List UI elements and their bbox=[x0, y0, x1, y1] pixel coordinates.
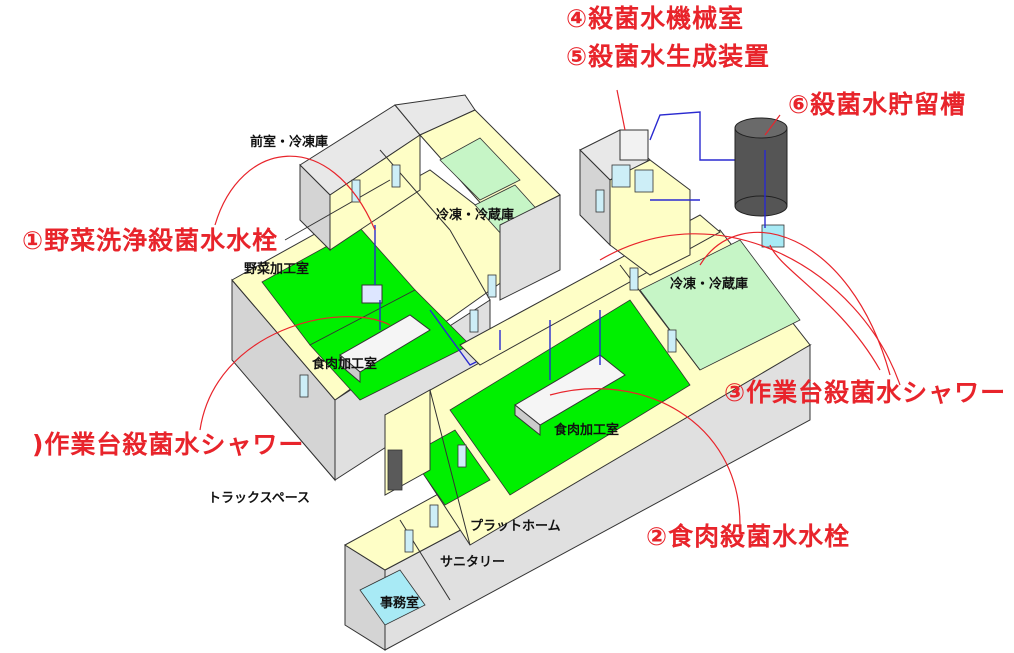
callout-leaders bbox=[199, 89, 901, 526]
callout-storage-tank: ⑥殺菌水貯留槽 bbox=[788, 90, 967, 119]
callout-machine-room: ④殺菌水機械室 bbox=[566, 4, 745, 33]
room-meat-processing-2: 食肉加工室 bbox=[554, 423, 620, 438]
callout-table-shower-right: ③作業台殺菌水シャワー bbox=[724, 378, 1007, 407]
callout-table-shower-left: )作業台殺菌水シャワー bbox=[32, 430, 305, 459]
room-cold-storage-2: 冷凍・冷蔵庫 bbox=[670, 277, 749, 292]
label-platform: プラットホーム bbox=[470, 519, 561, 534]
callout-generator: ⑤殺菌水生成装置 bbox=[566, 42, 771, 71]
right-building bbox=[344, 214, 812, 651]
label-truck-space: トラックスペース bbox=[208, 491, 311, 506]
callout-vegetable-faucet: ①野菜洗浄殺菌水水栓 bbox=[22, 226, 279, 255]
room-office: 事務室 bbox=[380, 596, 420, 611]
room-anteroom-freezer: 前室・冷凍庫 bbox=[250, 135, 329, 150]
storage-tank bbox=[734, 117, 788, 248]
room-meat-processing-1: 食肉加工室 bbox=[312, 357, 378, 372]
left-building bbox=[231, 94, 561, 482]
room-cold-storage-1: 冷凍・冷蔵庫 bbox=[436, 208, 515, 223]
callout-meat-faucet: ②食肉殺菌水水栓 bbox=[646, 522, 851, 551]
room-vegetable-processing: 野菜加工室 bbox=[244, 262, 310, 277]
room-sanitary: サニタリー bbox=[440, 555, 506, 570]
